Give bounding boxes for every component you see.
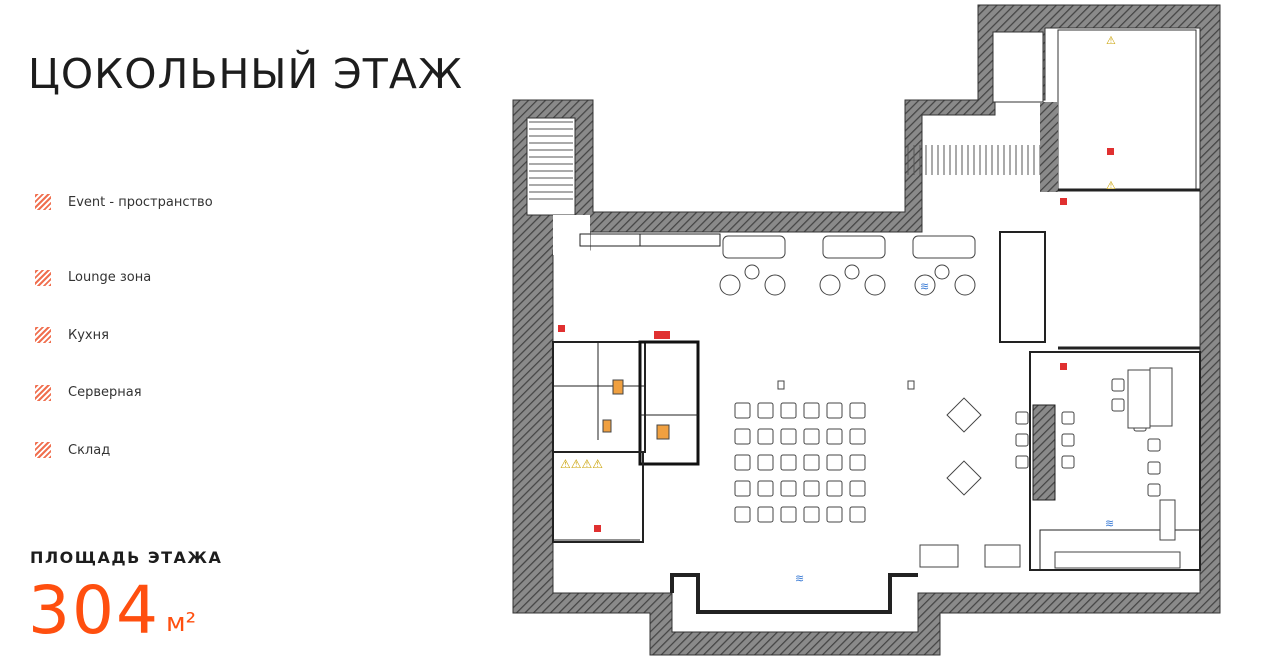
- furniture: [602, 235, 1181, 569]
- chair: [734, 428, 751, 445]
- legend-label: Lounge зона: [68, 270, 152, 286]
- coffee-table: [934, 264, 950, 280]
- legend-label: Кухня: [68, 327, 109, 343]
- chair: [1147, 461, 1161, 475]
- chair: [757, 506, 774, 523]
- toilet: [656, 424, 670, 440]
- chair: [1111, 398, 1125, 412]
- legend-item-event: Event - пространство: [35, 192, 213, 212]
- hatch-swatch-icon: [35, 327, 51, 344]
- furniture-piece: [1127, 369, 1151, 429]
- svg-text:≋: ≋: [1105, 517, 1114, 530]
- chair: [757, 428, 774, 445]
- area-unit: м²: [165, 608, 197, 638]
- legend-label: Event - пространство: [68, 194, 213, 210]
- chair: [849, 428, 866, 445]
- chair: [803, 454, 820, 471]
- chair: [826, 506, 843, 523]
- interior-walls: [552, 102, 1201, 614]
- dining-table: [946, 460, 982, 496]
- chair: [757, 480, 774, 497]
- chair: [780, 454, 797, 471]
- legend-label: Склад: [68, 442, 111, 458]
- svg-text:≋: ≋: [795, 572, 804, 585]
- chair: [1061, 411, 1075, 425]
- chair: [849, 480, 866, 497]
- chair: [1015, 433, 1029, 447]
- coffee-table: [744, 264, 760, 280]
- chair: [757, 402, 774, 419]
- area-value: 304 м²: [28, 578, 196, 644]
- furniture-piece: [919, 544, 959, 568]
- area-label: ПЛОЩАДЬ ЭТАЖА: [30, 548, 223, 567]
- armchair: [764, 274, 786, 296]
- chair: [1147, 483, 1161, 497]
- armchair: [819, 274, 841, 296]
- chair: [826, 428, 843, 445]
- sofa: [722, 235, 786, 259]
- chair: [1015, 455, 1029, 469]
- fire-extinguisher-icons: [558, 148, 1114, 532]
- toilet: [612, 379, 624, 395]
- dining-table: [946, 397, 982, 433]
- chair: [734, 454, 751, 471]
- legend-item-lounge: Lounge зона: [35, 249, 213, 307]
- furniture-piece: [984, 544, 1021, 568]
- chair: [734, 480, 751, 497]
- chair: [1061, 455, 1075, 469]
- chair: [780, 428, 797, 445]
- wifi-icons: ≋ ≋ ≋: [795, 280, 1114, 585]
- chair: [826, 454, 843, 471]
- svg-text:≋: ≋: [920, 280, 929, 293]
- chair: [826, 402, 843, 419]
- legend: Event - пространство Lounge зона Кухня С…: [35, 192, 213, 479]
- chair: [1061, 433, 1075, 447]
- column: [777, 380, 785, 390]
- hatch-swatch-icon: [35, 194, 51, 210]
- furniture-piece: [1149, 367, 1173, 427]
- chair: [803, 480, 820, 497]
- area-number: 304: [28, 572, 160, 649]
- chair: [849, 506, 866, 523]
- page-title: ЦОКОЛЬНЫЙ ЭТАЖ: [28, 50, 464, 98]
- chair: [780, 480, 797, 497]
- chair: [803, 506, 820, 523]
- stairs: [529, 121, 1041, 200]
- chair: [1111, 378, 1125, 392]
- furniture-piece: [1159, 499, 1176, 541]
- furniture-piece: [1054, 551, 1181, 569]
- chair: [757, 454, 774, 471]
- chair: [734, 506, 751, 523]
- armchair: [864, 274, 886, 296]
- legend-item-storage: Склад: [35, 422, 213, 480]
- hatch-swatch-icon: [35, 269, 51, 286]
- chair: [734, 402, 751, 419]
- chair: [803, 428, 820, 445]
- svg-text:⚠: ⚠: [1106, 179, 1116, 192]
- chair: [803, 402, 820, 419]
- legend-label: Серверная: [68, 385, 142, 401]
- chair: [1147, 438, 1161, 452]
- warning-icons: ⚠⚠⚠⚠ ⚠ ⚠: [560, 34, 1116, 471]
- chair: [826, 480, 843, 497]
- armchair: [719, 274, 741, 296]
- sofa: [822, 235, 886, 259]
- hatch-swatch-icon: [35, 442, 51, 459]
- sofa: [912, 235, 976, 259]
- svg-text:⚠⚠⚠⚠: ⚠⚠⚠⚠: [560, 457, 603, 471]
- legend-item-kitchen: Кухня: [35, 307, 213, 365]
- legend-item-server: Серверная: [35, 364, 213, 422]
- column: [907, 380, 915, 390]
- chair: [780, 402, 797, 419]
- chair: [780, 506, 797, 523]
- coffee-table: [844, 264, 860, 280]
- hatch-swatch-icon: [35, 384, 51, 401]
- toilet: [602, 419, 612, 433]
- armchair: [954, 274, 976, 296]
- chair: [849, 402, 866, 419]
- chair: [1015, 411, 1029, 425]
- svg-text:⚠: ⚠: [1106, 34, 1116, 47]
- armchair: [914, 274, 936, 296]
- chair: [849, 454, 866, 471]
